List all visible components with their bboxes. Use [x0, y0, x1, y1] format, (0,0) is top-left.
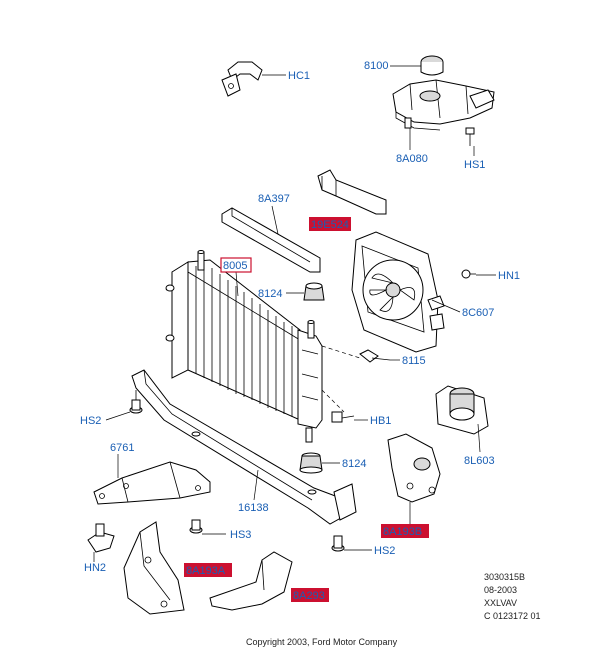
radiator [165, 250, 323, 443]
label-text: 8115 [402, 355, 426, 367]
label-hs2-upper: HS2 [80, 415, 101, 427]
copyright-notice: Copyright 2003, Ford Motor Company [246, 637, 398, 647]
label-text: 8005 [223, 260, 247, 272]
label-8100: 8100 [364, 60, 388, 72]
label-text: 6761 [110, 442, 134, 454]
label-8c607: 8C607 [462, 307, 494, 319]
label-19e524-highlighted: 19E524 [309, 217, 351, 231]
label-text: 8A080 [396, 153, 428, 165]
label-8124-upper: 8124 [258, 288, 282, 300]
label-hs3: HS3 [230, 529, 251, 541]
label-8a193b-highlighted: 8A193B [381, 524, 429, 538]
label-text: 8C607 [462, 307, 494, 319]
screw-hs1 [465, 127, 475, 146]
label-hn2: HN2 [84, 562, 106, 574]
bracket-8a293 [209, 551, 293, 611]
label-text: HS2 [374, 545, 395, 557]
label-text: 8124 [258, 288, 282, 300]
label-text: 8100 [364, 60, 388, 72]
label-text: 8124 [342, 458, 366, 470]
fan-shroud [351, 231, 445, 353]
lower-crossmember [131, 369, 357, 525]
bolt-hs2-lower [331, 535, 345, 552]
label-8a397: 8A397 [258, 193, 290, 205]
label-text: 8L603 [464, 455, 495, 467]
label-text: HS3 [230, 529, 251, 541]
label-8a080: 8A080 [396, 153, 428, 165]
nut-hn2 [87, 523, 115, 553]
seal-8a397 [221, 207, 321, 273]
label-16138: 16138 [238, 502, 269, 514]
bolt-hs2-upper [129, 390, 143, 414]
vehicle-code: XXLVAV [484, 598, 517, 608]
label-text: 8A193B [383, 526, 422, 538]
bracket-8a193b [387, 433, 441, 503]
label-8a193a-highlighted: 8A193A [184, 563, 232, 577]
screw-hs3 [189, 519, 203, 534]
upper-rubber-mount [303, 282, 325, 301]
label-text: 16138 [238, 502, 269, 514]
label-text: HB1 [370, 415, 391, 427]
label-text: HS1 [464, 159, 485, 171]
bracket-8a193a [123, 521, 185, 615]
label-6761: 6761 [110, 442, 134, 454]
label-8005-boxed: 8005 [220, 257, 252, 273]
expansion-tank [392, 55, 495, 131]
bracket-6761 [93, 461, 211, 505]
bracket-19e524 [317, 169, 387, 215]
nut-hn1 [461, 269, 476, 279]
fan-motor [435, 385, 489, 435]
label-text: 8A193A [186, 565, 226, 577]
drain-plug-8115 [359, 349, 391, 363]
label-hb1: HB1 [370, 415, 391, 427]
catalog-code: C 0123172 01 [484, 611, 541, 621]
drawing-number: 3030315B [484, 572, 525, 582]
lower-rubber-mount [299, 452, 323, 474]
label-text: HS2 [80, 415, 101, 427]
label-text: 8A397 [258, 193, 290, 205]
label-8124-lower: 8124 [342, 458, 366, 470]
label-hs2-lower: HS2 [374, 545, 395, 557]
label-text: HN1 [498, 270, 520, 282]
label-text: 19E524 [311, 219, 349, 231]
label-text: HN2 [84, 562, 106, 574]
label-8a293-highlighted: 8A293 [291, 588, 329, 602]
label-8115: 8115 [402, 355, 426, 367]
label-text: 8A293 [293, 590, 325, 602]
drawing-reference-block: 3030315B 08-2003 XXLVAV C 0123172 01 [484, 572, 541, 621]
label-8l603: 8L603 [464, 455, 495, 467]
label-hs1: HS1 [464, 159, 485, 171]
drawing-date: 08-2003 [484, 585, 517, 595]
label-text: HC1 [288, 70, 310, 82]
label-hc1: HC1 [288, 70, 310, 82]
hose-clamp-hc1 [221, 61, 263, 97]
label-hn1: HN1 [498, 270, 520, 282]
bolt-hb1 [331, 411, 355, 423]
